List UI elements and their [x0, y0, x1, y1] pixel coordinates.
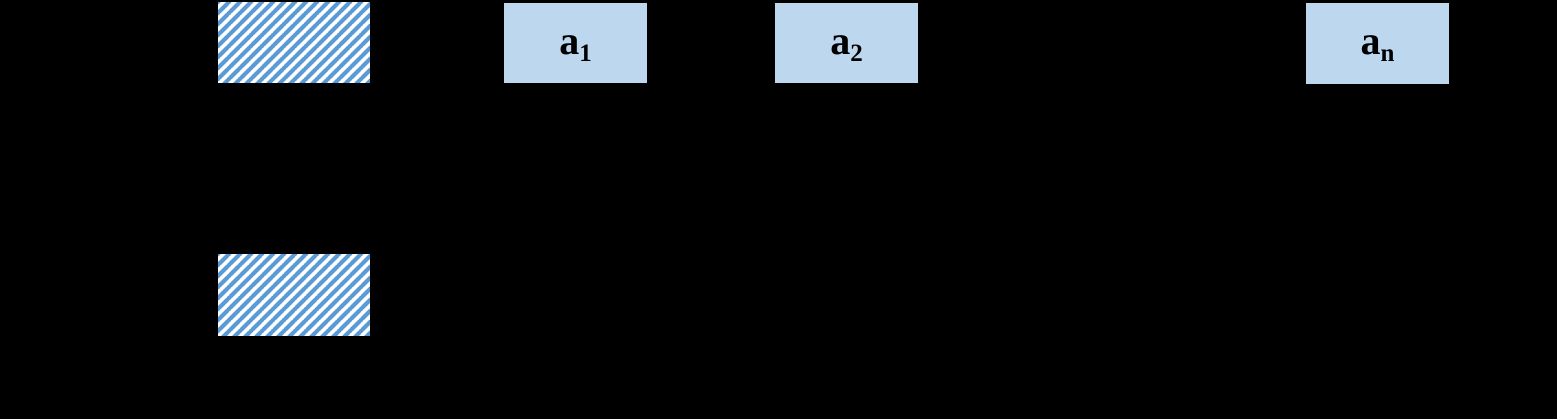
node-a1-label-subscript: 1	[579, 39, 592, 67]
node-a2-label: a2	[830, 17, 863, 67]
node-a1: a1	[504, 3, 647, 83]
node-an-label-base: a	[1360, 18, 1381, 63]
node-a1-label: a1	[559, 17, 592, 67]
hatched-placeholder-box-bottom	[218, 254, 370, 336]
diagonal-hatch-fill	[218, 254, 370, 336]
node-a2: a2	[775, 3, 918, 83]
node-an-label-subscript: n	[1380, 40, 1395, 67]
node-a1-label-base: a	[559, 17, 580, 63]
hatched-placeholder-box-top	[218, 2, 370, 83]
diagonal-hatch-fill	[218, 2, 370, 83]
node-a2-label-subscript: 2	[850, 39, 863, 67]
node-an-label: an	[1360, 18, 1395, 67]
node-an: an	[1306, 3, 1449, 84]
node-a2-label-base: a	[830, 17, 851, 63]
